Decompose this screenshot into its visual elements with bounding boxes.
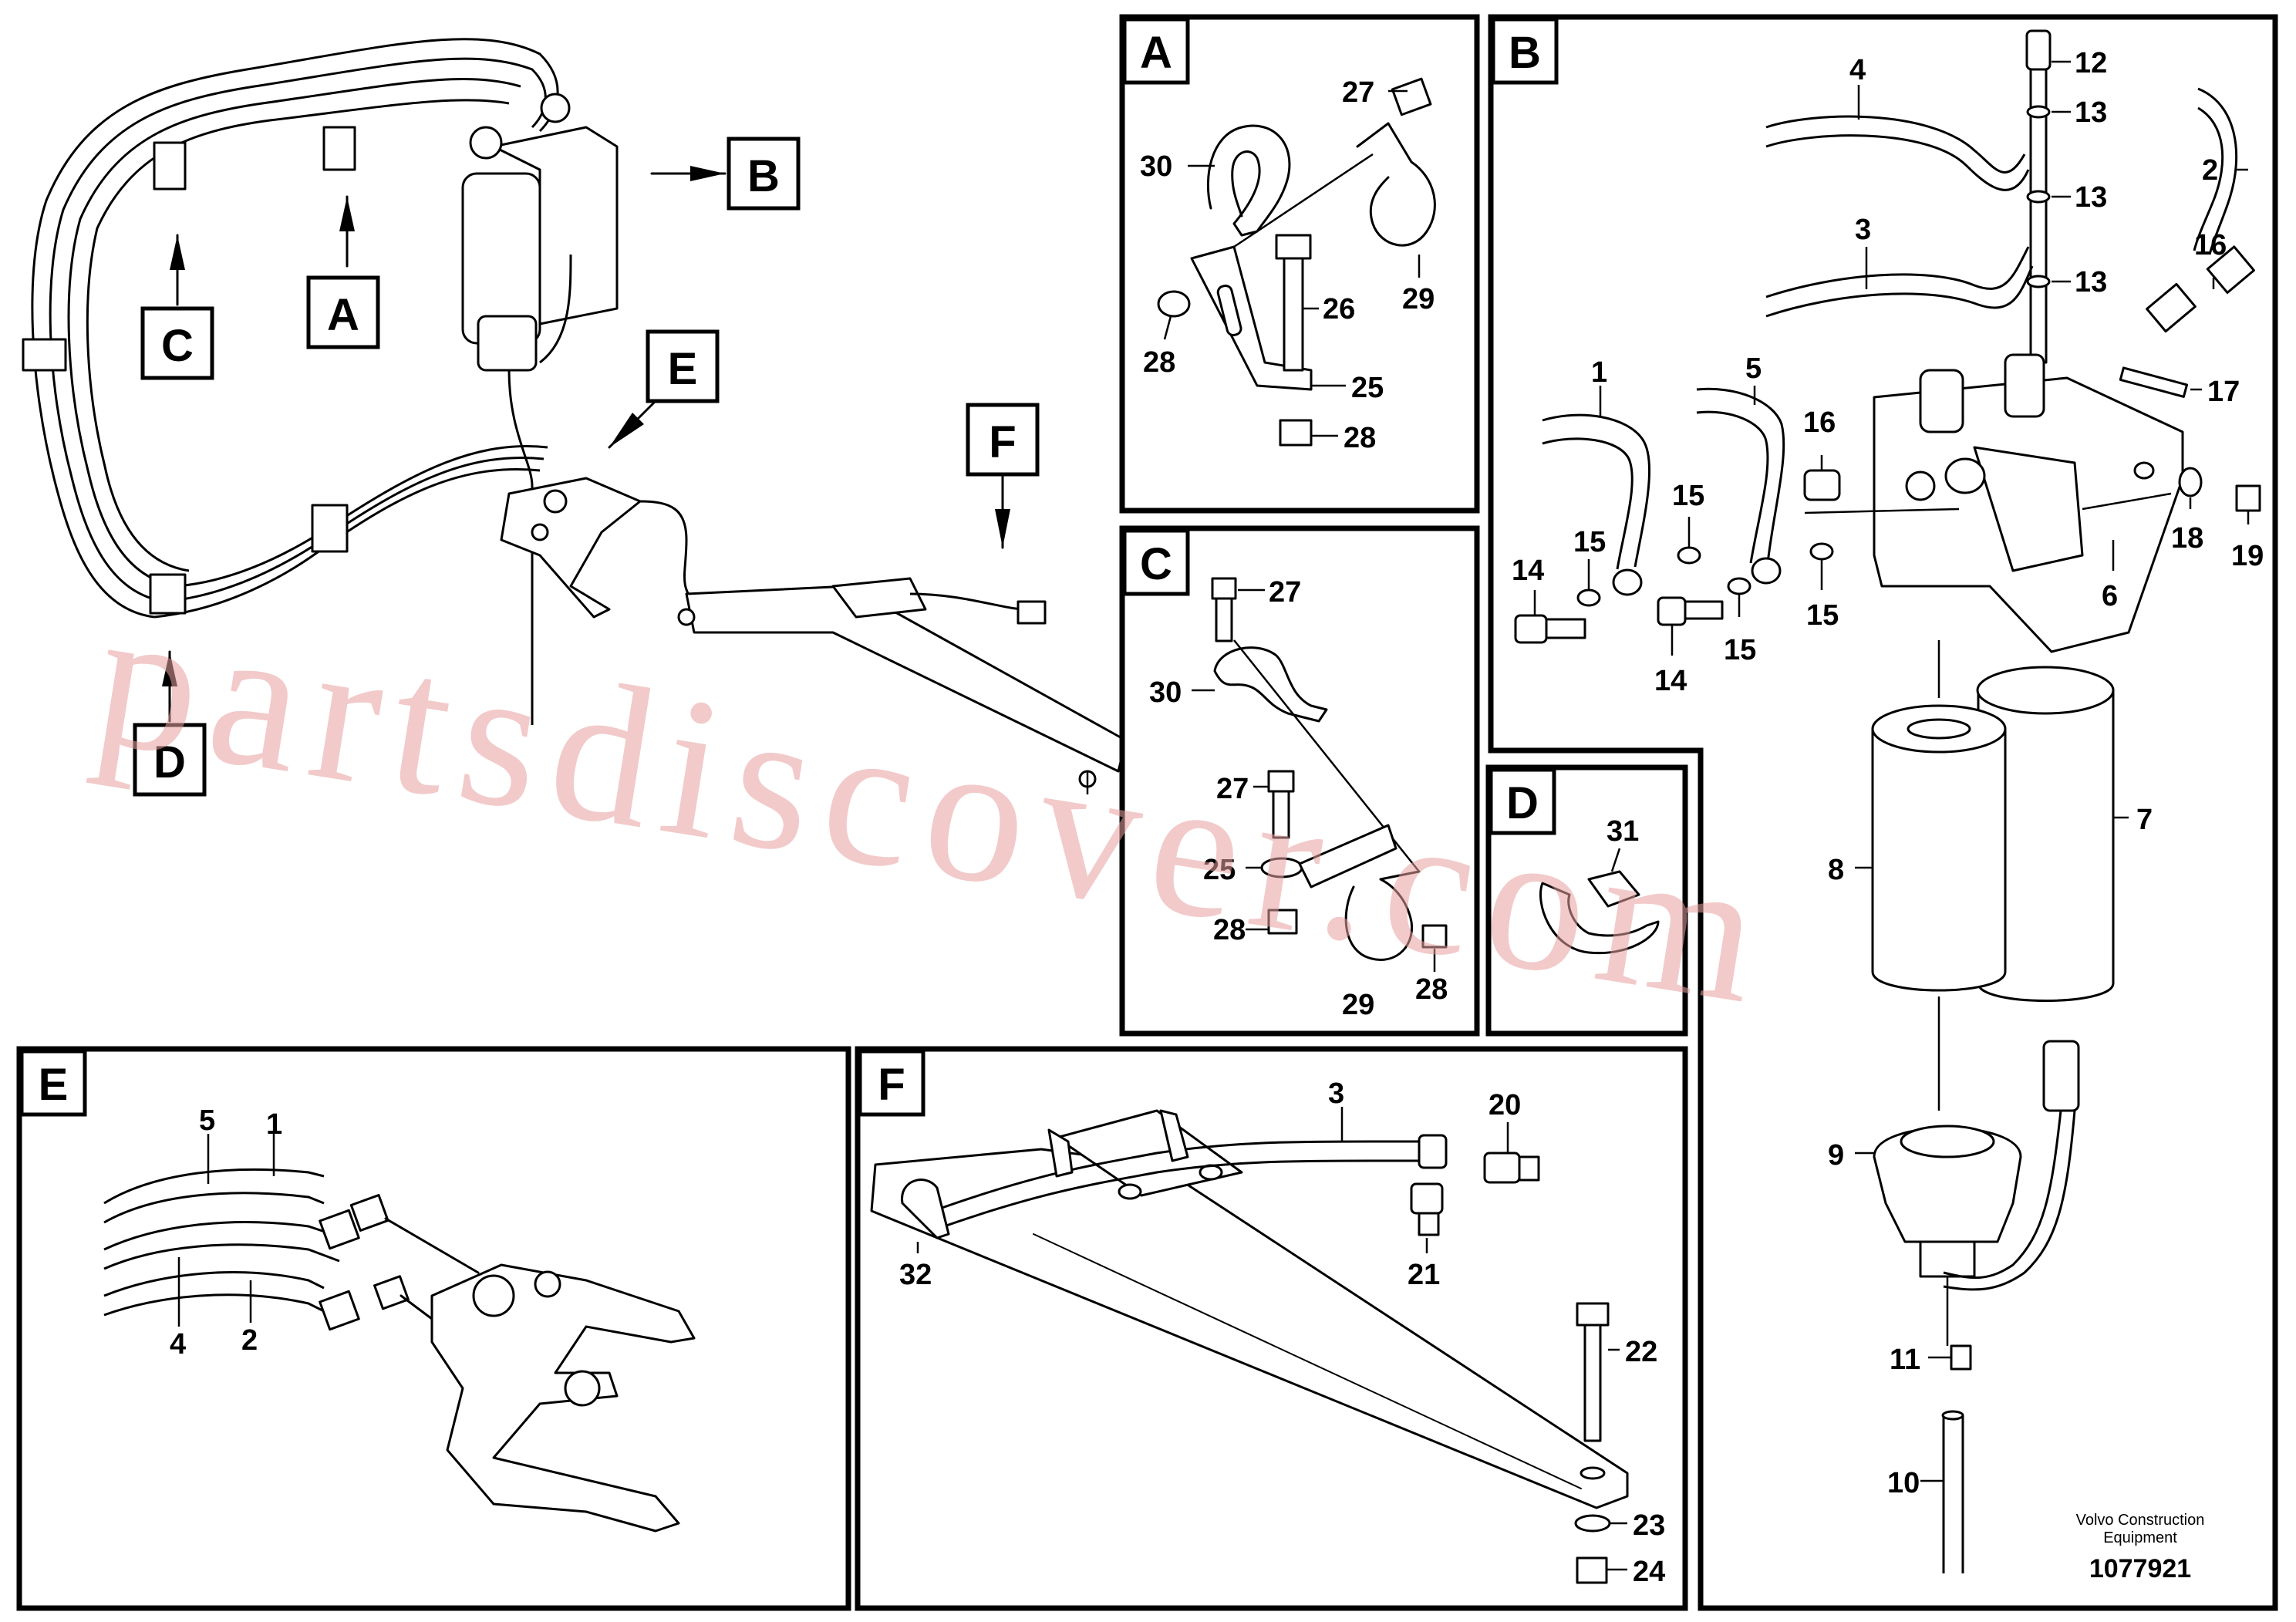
callout-F-24: 24	[1633, 1556, 1665, 1588]
callout-C-28a: 28	[1213, 914, 1246, 946]
callout-F-32: 32	[899, 1259, 932, 1291]
callout-B-10: 10	[1887, 1467, 1920, 1499]
callout-B-3: 3	[1855, 214, 1871, 246]
panel-B: B	[1488, 14, 2278, 1611]
panel-C: C 27 30 27 25 28 28 29	[1119, 525, 1480, 1037]
drawing-number: 1077921	[2089, 1554, 2191, 1583]
callout-F-21: 21	[1408, 1259, 1440, 1291]
panel-D: D 31	[1485, 764, 1688, 1037]
callout-B-7: 7	[2136, 804, 2153, 836]
overview-label-E: E	[608, 329, 720, 449]
panel-B-label: B	[1509, 28, 1541, 78]
panel-A-label: A	[1140, 28, 1172, 78]
overview-label-F-text: F	[989, 417, 1016, 467]
overview-label-F: F	[966, 403, 1040, 549]
callout-A-26: 26	[1323, 293, 1355, 325]
callout-B-14b: 14	[1654, 665, 1687, 697]
callout-E-5: 5	[199, 1104, 215, 1137]
callout-E-4: 4	[170, 1328, 186, 1361]
callout-B-2: 2	[2202, 154, 2218, 187]
callout-B-4: 4	[1849, 54, 1866, 86]
callout-B-19: 19	[2231, 540, 2264, 572]
callout-B-6: 6	[2102, 580, 2118, 612]
callout-B-15b: 15	[1573, 526, 1606, 558]
callout-B-16a: 16	[2194, 229, 2227, 261]
callout-C-27a: 27	[1269, 576, 1301, 609]
callout-B-15c: 15	[1724, 634, 1756, 666]
callout-F-3: 3	[1328, 1077, 1344, 1110]
overview-label-C-text: C	[161, 321, 194, 371]
panel-F-label: F	[878, 1060, 905, 1110]
callout-B-15d: 15	[1806, 599, 1839, 632]
callout-B-12: 12	[2075, 47, 2107, 79]
callout-B-14a: 14	[1512, 555, 1544, 587]
credit-line-1: Volvo Construction	[2076, 1512, 2205, 1529]
overview-label-A: A	[306, 195, 380, 349]
callout-B-13c: 13	[2075, 266, 2107, 298]
callout-F-22: 22	[1625, 1336, 1657, 1368]
panel-D-label: D	[1506, 778, 1539, 828]
callout-A-27: 27	[1342, 76, 1374, 109]
callout-C-30: 30	[1149, 676, 1182, 709]
callout-B-13a: 13	[2075, 96, 2107, 129]
overview-label-B-text: B	[747, 151, 780, 201]
callout-C-29: 29	[1342, 989, 1374, 1021]
callout-A-28a: 28	[1143, 346, 1175, 379]
callout-B-13b: 13	[2075, 181, 2107, 214]
panel-E-label: E	[39, 1060, 69, 1110]
credit-line-2: Equipment	[2103, 1529, 2177, 1546]
callout-B-9: 9	[1828, 1139, 1844, 1172]
panel-F: F 3 20 21	[855, 1046, 1688, 1611]
callout-E-1: 1	[266, 1108, 282, 1141]
callout-C-28b: 28	[1415, 973, 1448, 1006]
callout-C-25: 25	[1203, 854, 1236, 886]
panel-E: E 5 1 4 2	[16, 1046, 851, 1611]
callout-D-31: 31	[1607, 815, 1639, 848]
callout-A-28b: 28	[1344, 422, 1376, 454]
overview-label-B: B	[650, 137, 801, 211]
panel-C-label: C	[1140, 539, 1172, 589]
overview-label-C: C	[140, 234, 214, 380]
callout-A-29: 29	[1402, 283, 1435, 315]
callout-F-20: 20	[1489, 1089, 1521, 1121]
callout-A-25: 25	[1351, 372, 1384, 404]
panel-A: A 27 30 26 29 28 25 28	[1119, 14, 1480, 514]
callout-B-18: 18	[2171, 522, 2203, 555]
callout-B-16b: 16	[1803, 406, 1836, 439]
overview-label-A-text: A	[327, 290, 359, 340]
callout-E-2: 2	[241, 1324, 258, 1357]
callout-B-8: 8	[1828, 854, 1844, 886]
callout-B-1: 1	[1591, 356, 1607, 389]
overview-label-E-text: E	[668, 344, 698, 394]
overview-assembly	[22, 38, 1128, 794]
callout-A-30: 30	[1140, 150, 1172, 183]
callout-B-15a: 15	[1672, 480, 1704, 512]
callout-C-27b: 27	[1216, 773, 1249, 805]
callout-B-11: 11	[1890, 1344, 1920, 1376]
overview-label-D-text: D	[153, 737, 186, 787]
callout-B-17: 17	[2207, 376, 2240, 408]
overview-label-D: D	[133, 650, 207, 797]
callout-B-5: 5	[1745, 352, 1762, 385]
callout-F-23: 23	[1633, 1509, 1665, 1542]
